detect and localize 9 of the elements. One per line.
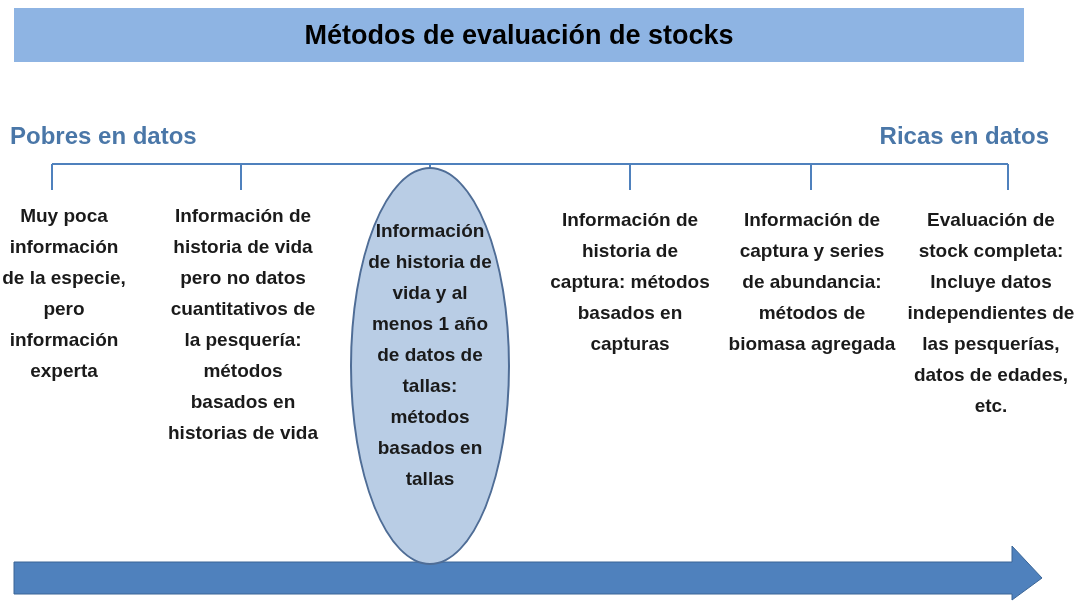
- method-text: Muy poca información de la especie, pero información experta: [0, 200, 128, 386]
- method-text: Evaluación de stock completa: Incluye datos independientes de las pesquerías, datos de edades, etc.: [903, 204, 1079, 421]
- axis-label: Pobres en datos: [10, 121, 197, 151]
- method-text: Información de historia de vida pero no datos cuantitativos de la pesquería: métodos basados en historias de vida: [166, 200, 320, 448]
- method-text: Información de historia de captura: métodos basados en capturas: [545, 204, 715, 359]
- title: Métodos de evaluación de stocks: [304, 18, 734, 52]
- axis-label: Ricas en datos: [879, 121, 1049, 151]
- method-text: Información de captura y series de abundancia: métodos de biomasa agregada: [728, 204, 896, 359]
- method-text: Información de historia de vida y al menos 1 año de datos de tallas: métodos basados en tallas: [367, 219, 493, 491]
